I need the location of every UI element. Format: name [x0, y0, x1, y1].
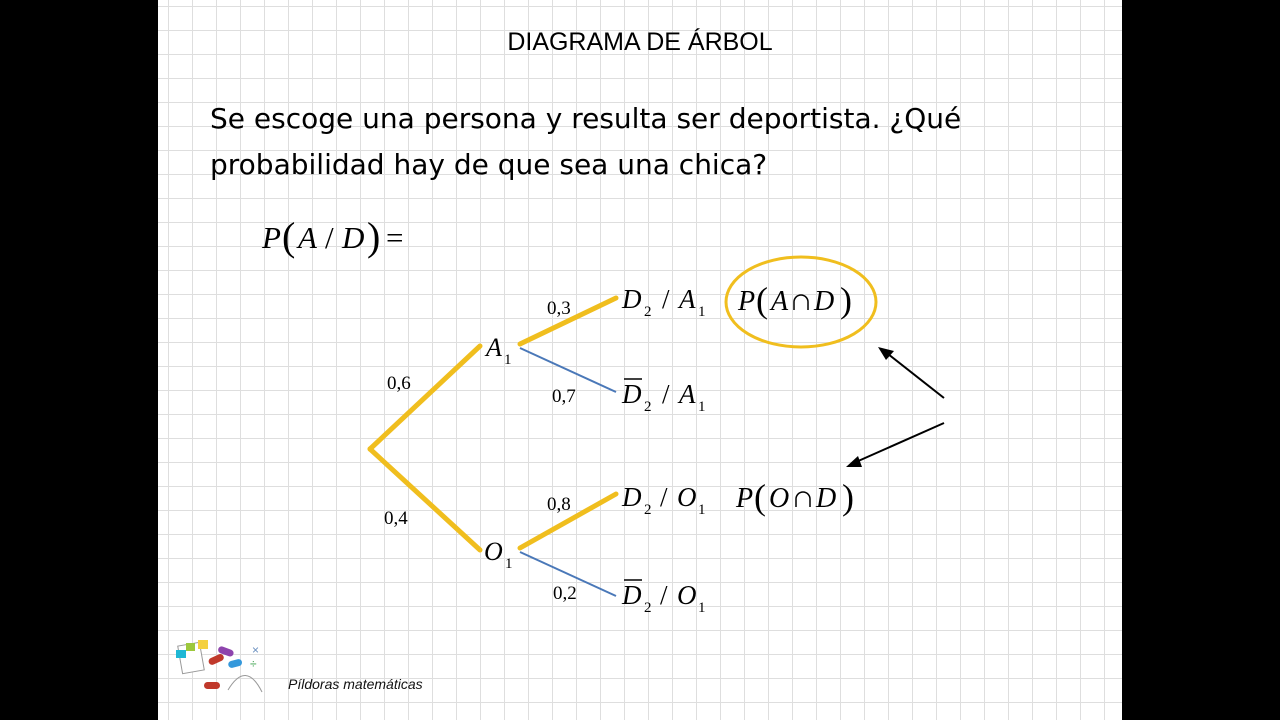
svg-text:O: O [677, 482, 697, 512]
slide: DIAGRAMA DE ÁRBOL Se escoge una persona … [158, 0, 1122, 720]
question-text: Se escoge una persona y resulta ser depo… [210, 96, 1090, 188]
svg-text:1: 1 [698, 502, 706, 518]
tree-branches [367, 295, 619, 597]
highlight-ellipse [724, 255, 878, 349]
leaf-d2-o1: D 2 / O 1 [621, 482, 706, 518]
arrows [846, 347, 945, 467]
svg-text:A: A [484, 333, 502, 362]
svg-text:÷: ÷ [250, 657, 257, 671]
svg-text:D: D [813, 286, 834, 317]
svg-text:A: A [296, 220, 318, 255]
svg-text:2: 2 [644, 304, 652, 320]
svg-text:P: P [261, 220, 281, 255]
svg-text:O: O [677, 580, 697, 610]
prob-d2-given-a1: 0,3 [547, 298, 571, 319]
svg-text:1: 1 [505, 556, 513, 572]
branch-o1-notd2 [519, 551, 617, 597]
svg-text:1: 1 [698, 304, 706, 320]
leaf-notd2-a1: D 2 / A 1 [621, 378, 706, 415]
svg-text:/: / [662, 379, 670, 409]
svg-text:2: 2 [644, 399, 652, 415]
prob-notd2-given-o1: 0,2 [553, 583, 577, 604]
result-p-o-and-d: P ( O D ) [735, 477, 854, 517]
svg-text:(: ( [756, 280, 768, 320]
svg-text:(: ( [282, 214, 295, 259]
arrow-to-ellipse [887, 353, 945, 399]
prob-d2-given-o1: 0,8 [547, 494, 571, 515]
question-line-1: Se escoge una persona y resulta ser depo… [210, 102, 962, 135]
slide-title: DIAGRAMA DE ÁRBOL [507, 28, 773, 56]
svg-text:): ) [840, 280, 852, 320]
svg-text:A: A [769, 286, 789, 317]
svg-text:D: D [621, 580, 642, 610]
svg-text:/: / [662, 284, 670, 314]
svg-text:A: A [677, 284, 696, 314]
prob-o1: 0,4 [384, 508, 408, 529]
prob-notd2-given-a1: 0,7 [552, 386, 576, 407]
svg-text:D: D [621, 284, 642, 314]
svg-text:D: D [621, 482, 642, 512]
svg-text:1: 1 [504, 352, 512, 368]
svg-text:D: D [341, 220, 364, 255]
svg-text:1: 1 [698, 600, 706, 616]
logo-icon: × ÷ [176, 640, 263, 693]
formula: P ( A / D ) = [261, 214, 403, 259]
branch-a1-notd2 [519, 347, 617, 393]
svg-text:A: A [677, 379, 696, 409]
svg-text:=: = [386, 220, 403, 255]
branch-root-o1 [367, 446, 483, 553]
node-a1: A 1 [484, 333, 512, 368]
branch-o1-d2 [517, 491, 619, 551]
svg-text:O: O [484, 537, 503, 566]
result-p-a-and-d: P ( A D ) [737, 280, 852, 320]
branch-a1-d2 [517, 295, 619, 347]
question-line-2: probabilidad hay de que sea una chica? [210, 148, 768, 181]
svg-text:2: 2 [644, 600, 652, 616]
svg-text:D: D [815, 483, 836, 514]
svg-text:): ) [842, 477, 854, 517]
svg-text:D: D [621, 379, 642, 409]
prob-a1: 0,6 [387, 373, 411, 394]
svg-text:/: / [660, 580, 668, 610]
tree-diagram: P ( A / D ) = 0,6 0,4 0,3 0,7 0,8 0,2 A … [176, 214, 945, 693]
svg-text:/: / [660, 482, 668, 512]
svg-text:P: P [737, 286, 755, 317]
svg-text:/: / [325, 220, 334, 255]
branch-root-a1 [367, 343, 483, 452]
svg-text:×: × [252, 643, 259, 657]
svg-text:1: 1 [698, 399, 706, 415]
footer-brand: Píldoras matemáticas [288, 676, 423, 692]
svg-text:O: O [769, 483, 789, 514]
node-o1: O 1 [484, 537, 513, 572]
svg-text:): ) [367, 214, 380, 259]
svg-text:P: P [735, 483, 753, 514]
svg-text:2: 2 [644, 502, 652, 518]
arrow-to-o-result [855, 422, 945, 463]
svg-text:(: ( [754, 477, 766, 517]
leaf-notd2-o1: D 2 / O 1 [621, 579, 706, 616]
leaf-d2-a1: D 2 / A 1 [621, 284, 706, 320]
